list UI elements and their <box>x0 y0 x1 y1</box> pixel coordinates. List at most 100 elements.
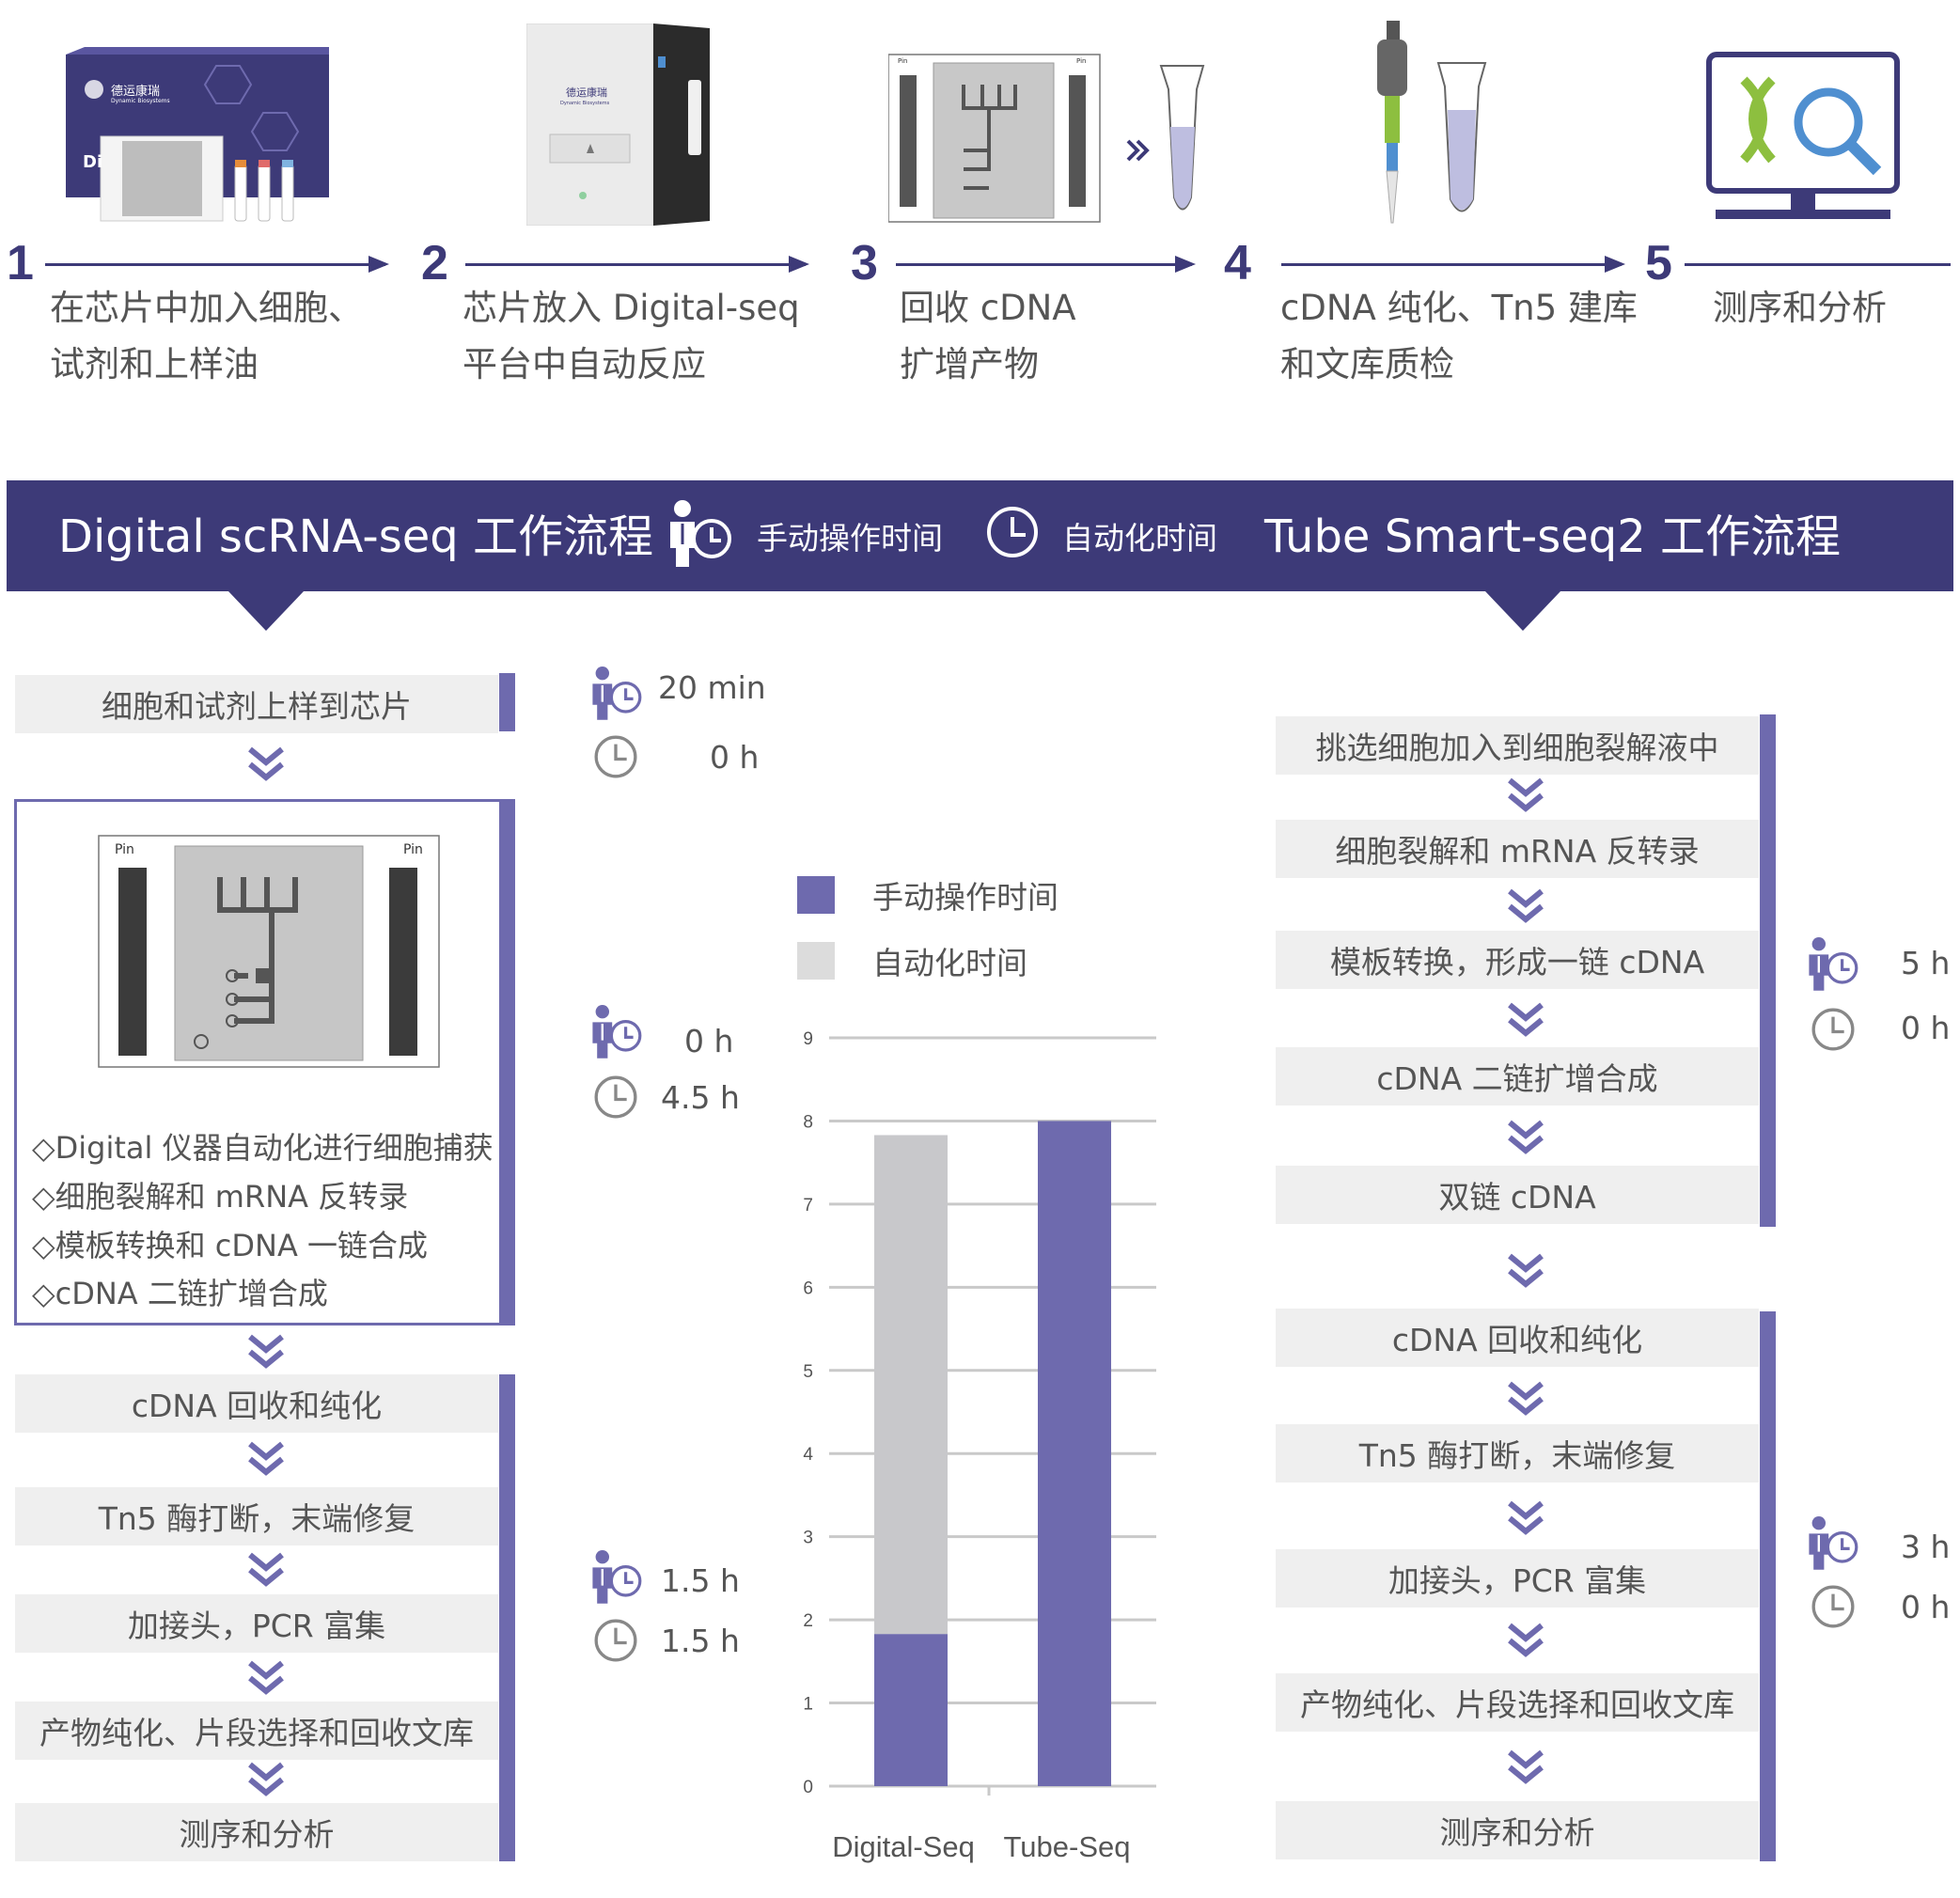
tube-auto-time-2: 0 h <box>1901 1589 1951 1625</box>
chevron-down-icon <box>1505 887 1546 925</box>
chip-pin-left: Pin <box>898 57 908 65</box>
digital-bar-library <box>499 1374 515 1861</box>
band-pointer-right <box>1485 591 1560 631</box>
pipette-tube-image <box>1368 21 1509 227</box>
chevron-down-icon <box>1505 776 1546 814</box>
digital-manual-time-2: 0 h <box>684 1023 734 1059</box>
x-category-label: Digital-Seq <box>832 1830 975 1863</box>
y-tick-label: 6 <box>803 1278 813 1298</box>
digital-step-load: 细胞和试剂上样到芯片 <box>15 675 498 733</box>
chip-pin-right: Pin <box>1076 57 1087 65</box>
tube-step-sequence: 测序和分析 <box>1276 1801 1759 1859</box>
y-tick-label: 8 <box>803 1112 813 1132</box>
chevron-down-icon <box>1505 1749 1546 1786</box>
y-tick-label: 0 <box>803 1778 813 1797</box>
chevron-down-icon <box>1505 1252 1546 1290</box>
step-number-4: 4 <box>1224 236 1251 290</box>
step-4-line1: cDNA 纯化、Tn5 建库 <box>1280 288 1638 328</box>
digital-step-sequence: 测序和分析 <box>15 1803 498 1861</box>
band-pointer-left <box>228 591 304 631</box>
chevron-down-icon <box>245 1440 287 1478</box>
digital-step-purify: 产物纯化、片段选择和回收文库 <box>15 1702 498 1760</box>
tube-workflow-title: Tube Smart-seq2 工作流程 <box>1264 510 1842 563</box>
chevron-down-icon <box>1505 1380 1546 1418</box>
auto-time-icon <box>592 733 639 784</box>
tube-step-second-strand: cDNA 二链扩增合成 <box>1276 1047 1759 1106</box>
manual-time-icon <box>1807 1515 1859 1574</box>
chevron-down-icon <box>245 1551 287 1589</box>
step-3-line1: 回收 cDNA <box>900 288 1076 328</box>
chip-recovery-image: Pin Pin <box>887 52 1208 230</box>
tube-bar-group2 <box>1760 1311 1776 1861</box>
auto-time-icon <box>1810 1583 1857 1634</box>
step-arrow-3 <box>896 256 1196 273</box>
workflow-header-band: Digital scRNA-seq 工作流程 手动操作时间 自动化时间 Tube… <box>7 480 1953 591</box>
step-arrow-1 <box>45 256 389 273</box>
feature-item-2: ◇细胞裂解和 mRNA 反转录 <box>32 1179 409 1215</box>
bar-manual <box>874 1634 948 1786</box>
step-5-line1: 测序和分析 <box>1713 288 1887 328</box>
auto-time-icon <box>984 504 1041 564</box>
tube-step-pcr: 加接头，PCR 富集 <box>1276 1549 1759 1608</box>
kit-sub: Dynamic Biosystems <box>111 98 170 104</box>
auto-time-icon <box>592 1617 639 1668</box>
manual-time-icon <box>590 1549 643 1608</box>
monitor-analysis-image <box>1706 52 1904 226</box>
digital-auto-time-3: 1.5 h <box>661 1623 740 1659</box>
y-tick-label: 2 <box>803 1611 813 1631</box>
step-number-2: 2 <box>421 236 448 290</box>
step-1-line2: 试剂和上样油 <box>50 344 259 384</box>
digital-bar-auto <box>499 799 515 1325</box>
manual-time-icon <box>667 499 733 571</box>
step-2-line1: 芯片放入 Digital-seq <box>463 288 800 328</box>
step-4-line2: 和文库质检 <box>1280 344 1454 384</box>
chevron-down-icon <box>245 745 287 783</box>
feature-item-1: ◇Digital 仪器自动化进行细胞捕获 <box>32 1130 494 1166</box>
y-tick-label: 1 <box>803 1695 813 1715</box>
chevron-down-icon <box>1505 1119 1546 1156</box>
instrument-brand: 德运康瑞 <box>566 86 607 99</box>
y-tick-label: 9 <box>803 1029 813 1049</box>
auto-time-icon <box>1810 1006 1857 1057</box>
auto-time-legend: 自动化时间 <box>1062 520 1217 557</box>
digital-manual-time-3: 1.5 h <box>661 1562 740 1599</box>
chip-pin-label-left: Pin <box>115 842 134 857</box>
chip-image: Pin Pin <box>98 835 440 1068</box>
tube-step-recover: cDNA 回收和纯化 <box>1276 1309 1759 1367</box>
chart-legend-auto: 自动化时间 <box>872 945 1027 981</box>
feature-item-3: ◇模板转换和 cDNA 一链合成 <box>32 1228 429 1263</box>
digital-manual-time-1: 20 min <box>658 669 766 706</box>
kit-letters: Di <box>83 152 103 172</box>
chevron-down-icon <box>1505 1001 1546 1039</box>
step-3-line2: 扩增产物 <box>900 344 1039 384</box>
tube-manual-time-1: 5 h <box>1901 945 1951 981</box>
kit-box-image: 德运康瑞 Dynamic Biosystems Di <box>66 47 329 226</box>
kit-brand: 德运康瑞 <box>111 85 161 99</box>
step-arrow-2 <box>465 256 809 273</box>
bar-auto <box>874 1135 948 1635</box>
chip-pin-label-right: Pin <box>403 842 423 857</box>
step-number-1: 1 <box>7 236 34 290</box>
manual-time-icon <box>1807 936 1859 995</box>
step-number-5: 5 <box>1645 236 1672 290</box>
chevron-down-icon <box>245 1659 287 1697</box>
digital-auto-time-2: 4.5 h <box>661 1079 740 1116</box>
y-tick-label: 5 <box>803 1362 813 1382</box>
tube-manual-time-2: 3 h <box>1901 1529 1951 1565</box>
manual-time-icon <box>590 1004 643 1062</box>
digital-step-tn5: Tn5 酶打断，末端修复 <box>15 1487 498 1545</box>
legend-swatch-manual <box>797 876 835 914</box>
tube-step-purify: 产物纯化、片段选择和回收文库 <box>1276 1673 1759 1732</box>
digital-step-recover: cDNA 回收和纯化 <box>15 1374 498 1433</box>
bar-manual <box>1038 1121 1111 1786</box>
step-2-line2: 平台中自动反应 <box>463 344 706 384</box>
tube-bar-group1 <box>1760 714 1776 1227</box>
manual-time-icon <box>590 666 643 724</box>
digital-automation-panel: Pin Pin ◇Digital 仪器自动化进行细胞捕获 ◇细胞裂解和 mRNA… <box>14 799 505 1325</box>
instrument-image: 德运康瑞 Dynamic Biosystems <box>525 23 724 227</box>
y-tick-label: 3 <box>803 1529 813 1548</box>
digital-bar-load <box>499 673 515 731</box>
tube-step-ds-cdna: 双链 cDNA <box>1276 1166 1759 1224</box>
step-number-3: 3 <box>851 236 878 290</box>
